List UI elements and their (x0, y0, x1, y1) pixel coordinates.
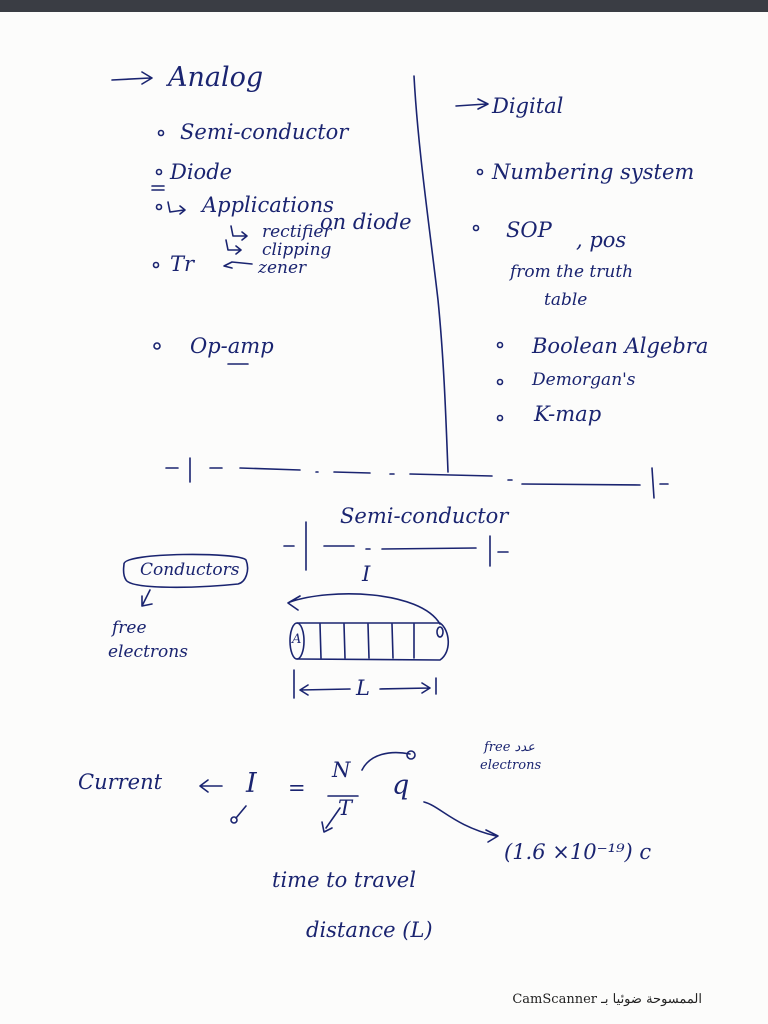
formula-arrow-icon (199, 779, 223, 793)
item-boolean-algebra: Boolean Algebra (532, 334, 709, 358)
sub-rectifier: rectifier (262, 222, 332, 242)
bullet-icon (153, 342, 161, 350)
bullet-icon (472, 224, 480, 232)
conductors-box (122, 553, 249, 589)
item-sop: SOP (506, 218, 552, 242)
analog-arrow-icon (111, 71, 153, 85)
digital-arrow-icon (455, 98, 489, 110)
item-diode: Diode (170, 160, 233, 184)
current-symbol-label: I (362, 562, 371, 586)
vertical-divider (413, 75, 449, 473)
truth-table-line2: table (544, 290, 588, 310)
title-separator (283, 521, 509, 571)
item-semiconductor: Semi-conductor (180, 120, 349, 144)
analog-heading: Analog (168, 62, 264, 93)
formula-equals: = (288, 776, 306, 800)
free-electrons-note-2: electrons (480, 758, 542, 773)
conductors-label: Conductors (140, 560, 240, 580)
bullet-icon (155, 168, 163, 176)
distance-label: distance (L) (306, 918, 433, 942)
camscanner-watermark: CamScanner الممسوحة ضوئيا بـ (512, 992, 702, 1007)
electrons-label: electrons (108, 642, 188, 662)
item-applications: Applications (202, 193, 334, 217)
formula-q: q (392, 770, 410, 801)
item-tr: Tr (170, 252, 195, 276)
bullet-icon (152, 261, 160, 269)
scanner-top-edge (0, 0, 768, 12)
bullet-icon (157, 129, 165, 137)
watermark-brand: CamScanner (512, 992, 597, 1007)
item-numbering-system: Numbering system (492, 160, 695, 184)
conductor-body (296, 622, 450, 661)
conductor-end-right (436, 626, 444, 638)
hook-arrow-icon (167, 201, 186, 215)
t-arrow-icon (321, 807, 341, 833)
bullet-icon (155, 203, 163, 211)
section-separator (165, 457, 669, 499)
bullet-icon (476, 168, 484, 176)
sub-clipping: clipping (262, 240, 332, 260)
charge-value: (1.6 ×10⁻¹⁹) c (504, 840, 652, 864)
free-electrons-note-1: free عدد (484, 740, 535, 755)
semiconductor-title: Semi-conductor (340, 504, 509, 528)
sub-arrow-icon (230, 225, 248, 241)
sub-arrow-icon (225, 239, 242, 255)
length-dimension (293, 669, 437, 699)
item-kmap: K-map (534, 402, 602, 426)
paper-page (0, 12, 768, 1024)
n-arrow-head-icon (406, 750, 416, 760)
formula-T: T (338, 796, 353, 820)
bullet-icon (496, 341, 504, 349)
item-demorgans: Demorgan's (532, 370, 636, 390)
i-arrow-head-icon (230, 816, 238, 824)
bullet-icon (496, 414, 504, 422)
double-underline (151, 185, 165, 191)
formula-N: N (332, 758, 351, 782)
sub-zener: zener (258, 258, 307, 278)
bullet-icon (496, 378, 504, 386)
on-diode-label: on diode (320, 210, 412, 234)
truth-table-line1: from the truth (510, 262, 634, 282)
length-label: L (356, 676, 370, 700)
conductor-segments (319, 623, 415, 659)
i-arrow-icon (235, 805, 247, 819)
time-to-travel: time to travel (272, 868, 416, 892)
area-label: A (292, 632, 302, 647)
sub-arrow-icon (223, 261, 253, 269)
current-word: Current (78, 770, 163, 794)
watermark-arabic: الممسوحة ضوئيا بـ (601, 992, 702, 1007)
item-opamp: Op-amp (190, 334, 274, 358)
q-arrow-icon (423, 801, 499, 843)
n-arrow-icon (361, 751, 411, 771)
conductors-arrow-icon (141, 589, 153, 607)
current-arrow-icon (287, 593, 441, 625)
digital-heading: Digital (492, 94, 564, 118)
free-label: free (112, 618, 147, 638)
item-pos: , pos (576, 228, 627, 252)
formula-I: I (246, 768, 257, 799)
